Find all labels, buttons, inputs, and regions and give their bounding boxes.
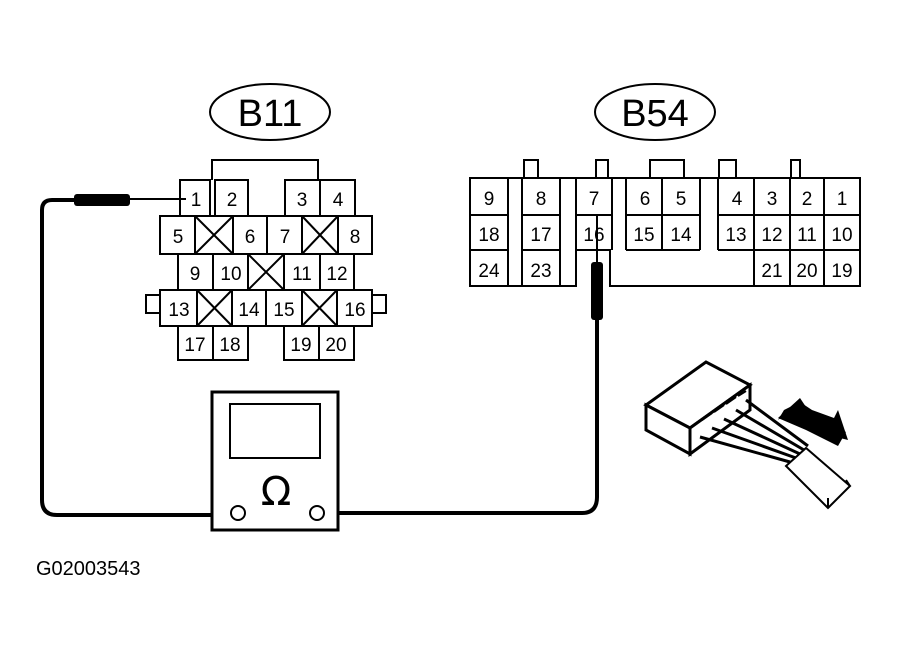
b11-latch	[211, 159, 319, 180]
b11-pin-11: 11	[292, 264, 312, 285]
b11-pin-cavity	[284, 179, 321, 217]
b54-tab	[523, 159, 539, 178]
connector-b54-label-ellipse	[594, 83, 716, 141]
b11-side-tab	[371, 294, 387, 314]
connector-b11: B11 1 2 3 4 5 6 7 8 9 10 11 12	[145, 83, 387, 361]
b54-pin-11: 11	[797, 225, 817, 246]
left-probe-body	[74, 194, 130, 206]
b11-pin-cavity	[214, 179, 249, 217]
b54-pin-12: 12	[761, 225, 782, 246]
b11-blank-cavity-x	[301, 289, 338, 327]
ohmmeter-display	[229, 403, 321, 459]
b54-pin-3: 3	[767, 189, 778, 210]
connector-b11-label: B11	[238, 93, 303, 135]
b11-pin-20: 20	[325, 335, 346, 356]
b11-pin-4: 4	[333, 190, 344, 211]
right-lead-wire	[321, 318, 599, 515]
b11-pin-13: 13	[168, 300, 189, 321]
b54-pin-10: 10	[831, 225, 852, 246]
b11-pin-17: 17	[184, 335, 205, 356]
b54-pin-5: 5	[676, 189, 687, 210]
b11-pin-5: 5	[173, 227, 184, 248]
b54-pin-8: 8	[536, 189, 547, 210]
b54-pin-14: 14	[670, 225, 692, 246]
b54-pin-13: 13	[725, 225, 746, 246]
b11-pin-7: 7	[280, 227, 291, 248]
b54-tab	[649, 159, 685, 178]
left-test-lead	[40, 194, 234, 517]
figure-id: G02003543	[36, 558, 141, 580]
harness-wires	[699, 398, 809, 464]
b11-blank-cavity-x	[196, 289, 233, 327]
ohmmeter-terminal-left	[230, 505, 246, 521]
b54-pin-16: 16	[583, 225, 604, 246]
b54-pin-20: 20	[796, 261, 817, 282]
b54-pin-9: 9	[484, 189, 495, 210]
b54-tab	[718, 159, 737, 178]
b54-pin-4: 4	[732, 189, 743, 210]
b54-tab	[790, 159, 801, 178]
ohmmeter: Ω	[210, 390, 340, 532]
b54-pin-1: 1	[837, 189, 848, 210]
b54-pin-6: 6	[640, 189, 651, 210]
harness-sheath-end	[827, 479, 851, 508]
back-probe-arrow-outline	[778, 398, 846, 446]
b54-pin-7: 7	[589, 189, 600, 210]
b54-pin-23: 23	[530, 261, 551, 282]
b11-pin-16: 16	[344, 300, 365, 321]
b11-pin-8: 8	[350, 227, 361, 248]
b11-pin-2: 2	[227, 190, 238, 211]
b11-pin-12: 12	[326, 264, 347, 285]
b11-pin-18: 18	[219, 335, 240, 356]
b11-pin-6: 6	[245, 227, 256, 248]
ohm-symbol: Ω	[261, 469, 292, 515]
b11-blank-cavity-x	[301, 215, 339, 255]
b54-pin-17: 17	[530, 225, 551, 246]
right-probe-body	[591, 262, 603, 320]
harness-connector-side	[688, 382, 752, 457]
b11-side-tab	[145, 294, 161, 314]
b54-pin-21: 21	[761, 261, 782, 282]
connector-b54: B54 9 8 7 6 5 4	[469, 83, 861, 287]
b11-blank-cavity-x	[194, 215, 234, 255]
connector-b11-label-ellipse	[209, 83, 331, 141]
b11-pin-3: 3	[297, 190, 308, 211]
b54-pin-18: 18	[478, 225, 499, 246]
b11-blank-cavity-x	[247, 253, 285, 291]
harness-connector-illustration	[643, 360, 852, 510]
b11-pin-14: 14	[238, 300, 260, 321]
left-lead-wire	[40, 198, 234, 517]
b11-pin-9: 9	[190, 264, 201, 285]
b54-pin-24: 24	[478, 261, 500, 282]
connector-b54-label: B54	[621, 93, 689, 135]
b11-pin-10: 10	[220, 264, 241, 285]
b54-pin-2: 2	[802, 189, 813, 210]
harness-sheath	[784, 446, 852, 510]
b11-pin-15: 15	[273, 300, 294, 321]
harness-connector-cavities	[701, 390, 747, 421]
b11-pin-1: 1	[191, 190, 202, 211]
ohmmeter-terminal-right	[309, 505, 325, 521]
b11-pin-19: 19	[290, 335, 311, 356]
b54-tab	[595, 159, 609, 178]
right-test-lead	[321, 214, 603, 515]
b54-pin-19: 19	[831, 261, 852, 282]
b54-pin-15: 15	[633, 225, 654, 246]
